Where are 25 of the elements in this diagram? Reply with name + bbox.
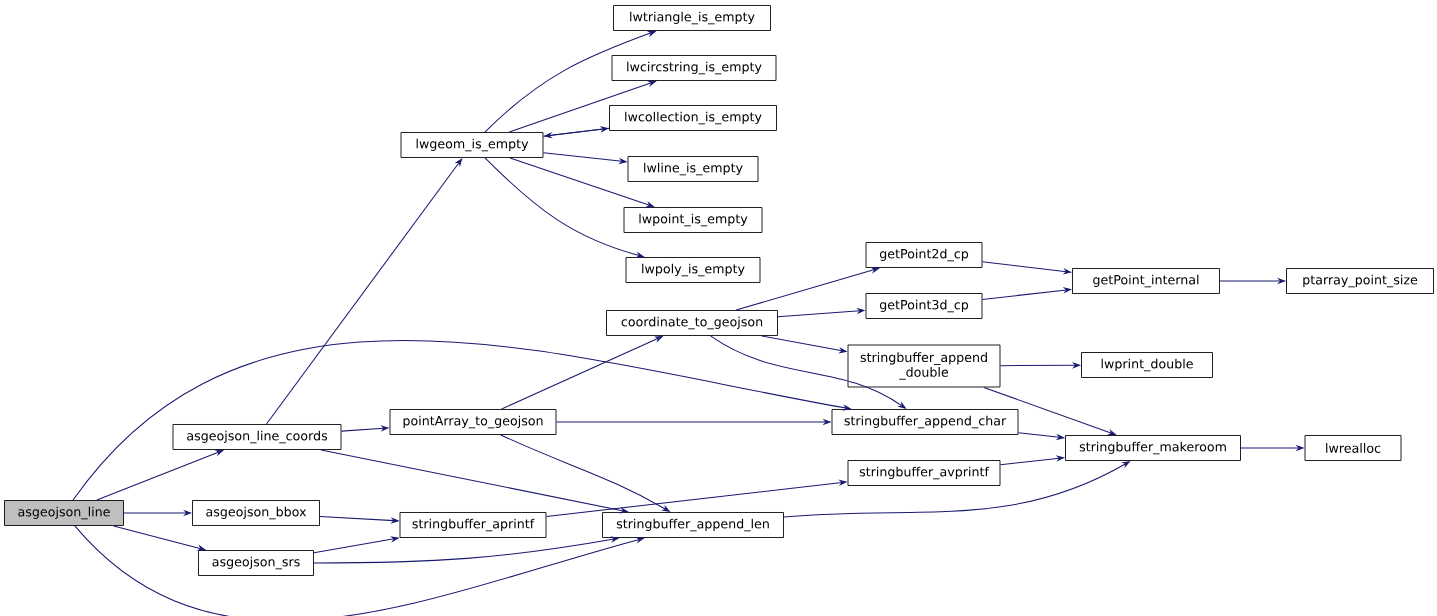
function-box: coordinate_to_geojson [606,310,778,336]
function-box: stringbuffer_aprintf [399,512,547,538]
function-box: asgeojson_bbox [192,500,320,526]
function-box: lwcircstring_is_empty [611,55,777,81]
function-box: stringbuffer_avprintf [847,460,1001,486]
function-box: stringbuffer_append _double [847,344,1001,388]
function-box: lwline_is_empty [627,156,759,182]
function-box: lwrealloc [1304,435,1402,461]
function-box: getPoint3d_cp [865,293,983,319]
function-box: asgeojson_line [4,500,124,526]
function-box: lwpoint_is_empty [623,207,763,233]
function-box: stringbuffer_makeroom [1065,435,1241,461]
function-box: getPoint2d_cp [865,242,983,268]
function-box: lwprint_double [1081,352,1213,378]
function-box: asgeojson_line_coords [172,424,342,450]
function-box: stringbuffer_append_char [831,409,1019,435]
function-box: pointArray_to_geojson [389,409,557,435]
function-box: lwcollection_is_empty [609,105,777,131]
function-box: lwgeom_is_empty [400,132,544,158]
function-box: ptarray_point_size [1286,268,1434,294]
function-box: asgeojson_srs [198,550,314,576]
function-box: getPoint_internal [1072,268,1220,294]
function-box: lwpoly_is_empty [625,257,761,283]
function-box: stringbuffer_append_len [602,512,784,538]
function-box: lwtriangle_is_empty [613,5,771,31]
